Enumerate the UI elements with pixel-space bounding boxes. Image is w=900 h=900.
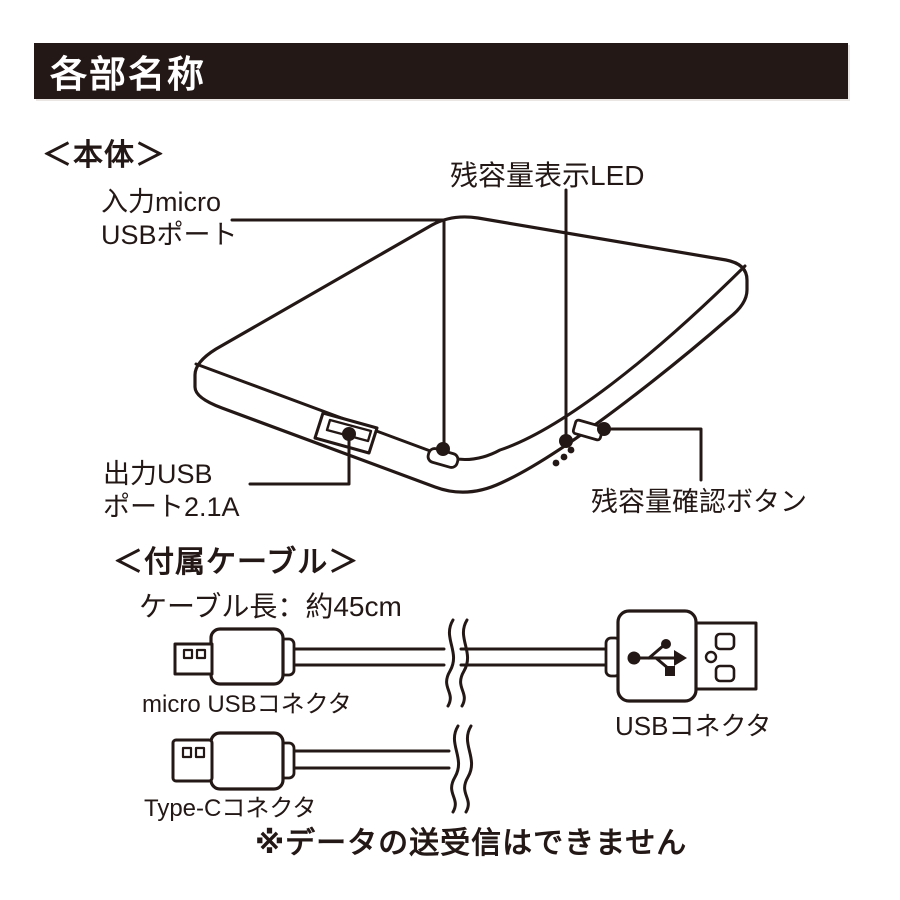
led-leader (559, 188, 573, 448)
input-port-label-line1: 入力micro (101, 187, 221, 217)
type-c-connector (171, 731, 296, 791)
leader-lines (230, 188, 703, 486)
power-bank-illustration (193, 215, 749, 494)
data-transfer-note: ※データの送受信はできません (255, 827, 688, 860)
section-header: 各部名称 (34, 43, 848, 99)
cable-break-icon (445, 618, 470, 708)
input-port-label-line2: USBポート (101, 220, 238, 250)
led-label: 残容量表示LED (450, 160, 645, 191)
led-dots-icon (552, 446, 575, 467)
page-title: 各部名称 (50, 54, 206, 95)
micro-usb-connector-label: micro USBコネクタ (142, 691, 352, 718)
type-c-cable-illustration (171, 724, 474, 814)
usb-trident-icon (627, 639, 687, 676)
output-port-leader (248, 427, 356, 486)
cable-heading: ＜付属ケーブル＞ (113, 546, 360, 579)
input-port-leader (230, 218, 450, 456)
cable-length-label: ケーブル長：約45cm (139, 591, 402, 622)
check-button-label: 残容量確認ボタン (591, 487, 807, 517)
type-c-connector-label: Type-Cコネクタ (144, 795, 317, 822)
output-port-label-line1: 出力USB (103, 459, 213, 489)
output-port-label-line2: ポート2.1A (103, 492, 240, 522)
micro-usb-connector (173, 627, 296, 686)
usb-connector-label: USBコネクタ (615, 711, 772, 741)
cable-break-icon (450, 724, 474, 814)
micro-usb-cable-illustration (173, 609, 758, 708)
output-port-label: 出力USB ポート2.1A (103, 458, 240, 524)
usb-a-connector (604, 609, 758, 703)
body-heading: ＜本体＞ (42, 139, 166, 172)
input-port-label: 入力micro USBポート (101, 186, 238, 252)
button-leader (597, 422, 703, 482)
